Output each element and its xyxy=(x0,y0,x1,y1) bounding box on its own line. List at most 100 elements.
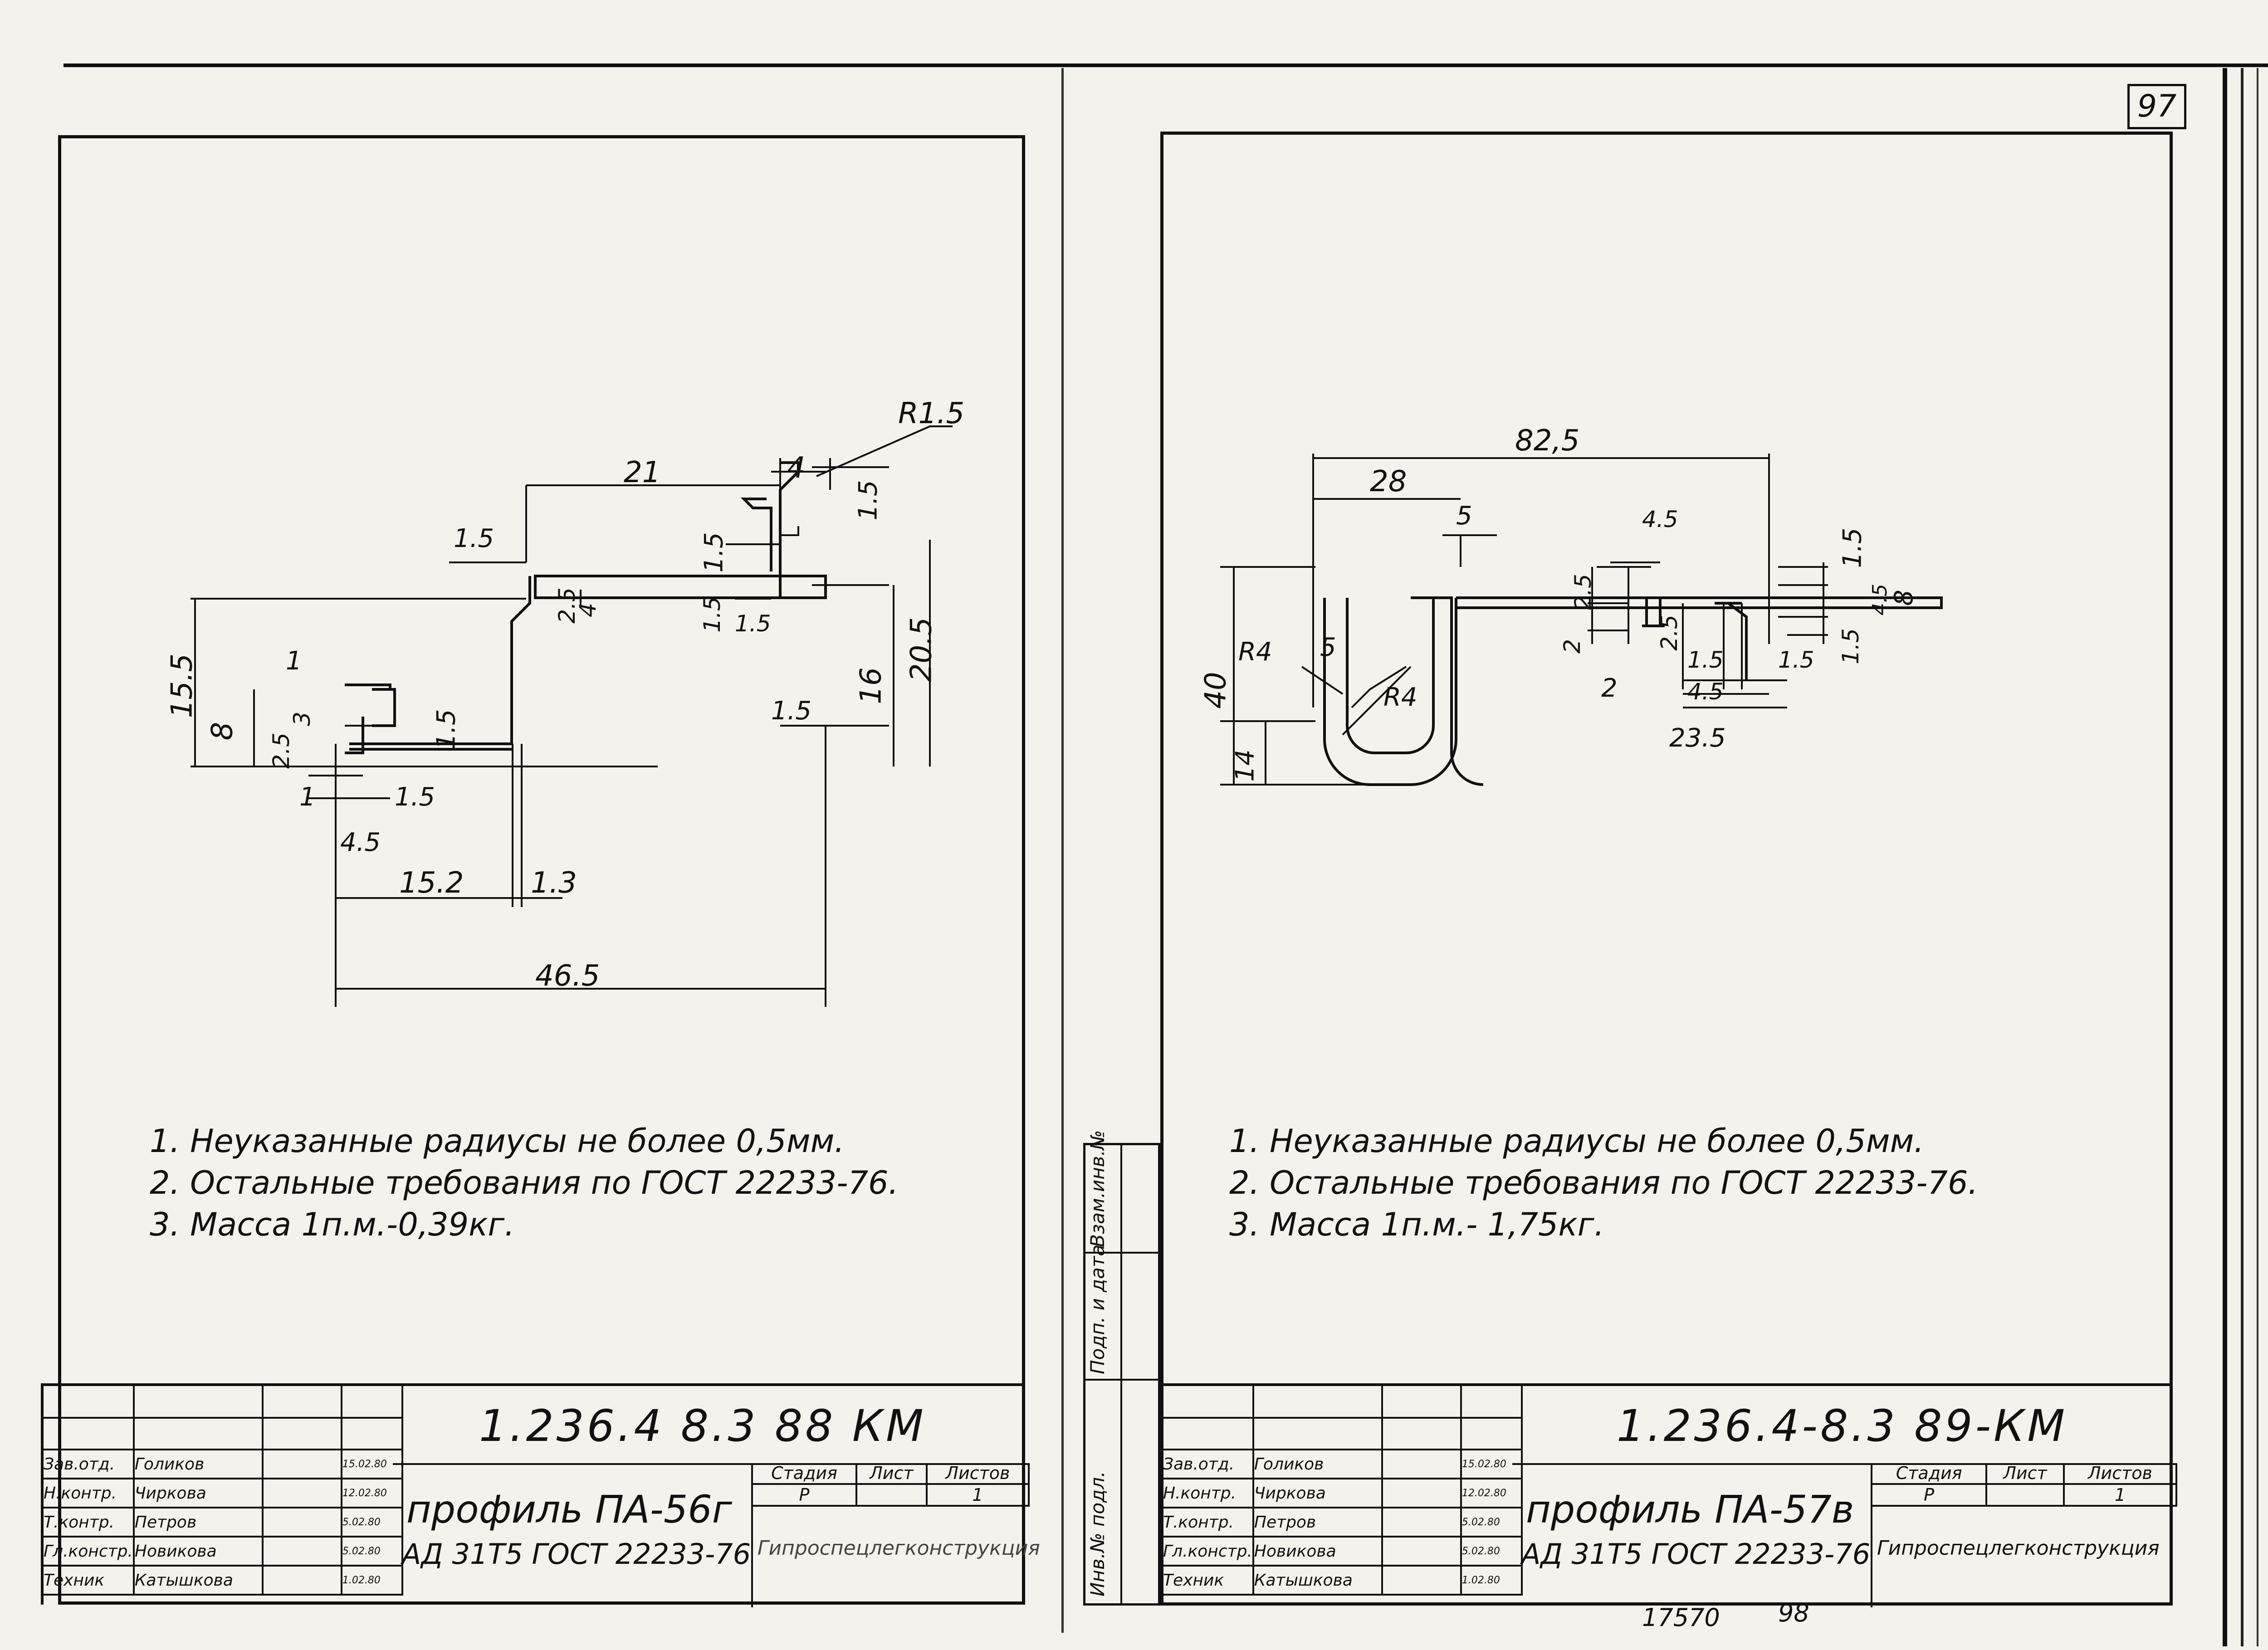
right-role-1: Зав.отд. xyxy=(1163,1450,1254,1479)
right-role-4: Гл.констр. xyxy=(1163,1537,1254,1567)
left-signature-4 xyxy=(262,1537,342,1567)
dim-r4-left: R4 xyxy=(1238,637,1272,667)
left-org-name: Гипроспецлегконструкция xyxy=(758,1537,1040,1560)
left-date-3: 5.02.80 xyxy=(341,1508,403,1538)
left-signature-3 xyxy=(262,1508,342,1538)
dim-2-5-post-b: 2.5 xyxy=(1656,615,1682,651)
left-name-3: Петров xyxy=(133,1508,264,1538)
left-name-4: Новикова xyxy=(133,1537,264,1567)
right-name-1: Голиков xyxy=(1253,1450,1383,1479)
right-signature-3 xyxy=(1382,1508,1462,1538)
dim-1-5-bottom: 1.5 xyxy=(395,782,435,812)
dim-1-5-right-b: 1.5 xyxy=(1837,628,1864,664)
right-date-4: 5.02.80 xyxy=(1461,1537,1523,1567)
left-role-2: Н.контр. xyxy=(44,1479,135,1508)
right-stage-label: Стадия xyxy=(1872,1463,1988,1485)
right-date-5: 1.02.80 xyxy=(1461,1566,1523,1596)
dim-28: 28 xyxy=(1370,465,1407,498)
left-sheet-frame xyxy=(58,135,1025,1605)
dim-3-clip: 3 xyxy=(288,712,315,726)
profile-pa57v-u-inner xyxy=(1346,598,1435,754)
profile-pa57v-u xyxy=(1323,598,1457,786)
right-sheet-label: Лист xyxy=(1986,1463,2065,1485)
right-date-2: 12.02.80 xyxy=(1461,1479,1523,1508)
left-name-1: Голиков xyxy=(133,1450,264,1479)
sidebar-replace-inv: Взам.инв.№ xyxy=(1086,1130,1109,1247)
left-role-4: Гл.констр. xyxy=(44,1537,135,1567)
dim-1-5-top-left: 1.5 xyxy=(454,524,494,553)
dim-2-5-clip: 2.5 xyxy=(268,732,294,769)
dim-15-2: 15.2 xyxy=(399,866,464,900)
dim-4-web: 4 xyxy=(574,603,601,617)
left-profile-title: профиль ПА-56г xyxy=(406,1487,732,1532)
dim-21: 21 xyxy=(624,456,661,489)
dim-r1-5: R1.5 xyxy=(898,397,965,430)
left-sheets-label: Листов xyxy=(926,1463,1030,1485)
profile-pa56g-flange xyxy=(349,742,512,751)
dim-2-5-post-a: 2.5 xyxy=(1569,574,1596,610)
right-note-3: 3. Масса 1п.м.- 1,75кг. xyxy=(1229,1206,1604,1243)
dim-1-5-foot: 1.5 xyxy=(1687,647,1724,673)
right-role-5: Техник xyxy=(1163,1566,1254,1596)
left-role-3: Т.контр. xyxy=(44,1508,135,1538)
right-signature-2 xyxy=(1382,1479,1462,1508)
right-material: АД 31Т5 ГОСТ 22233-76 xyxy=(1521,1538,1871,1571)
right-note-2: 2. Остальные требования по ГОСТ 22233-76… xyxy=(1229,1164,1978,1201)
right-name-2: Чиркова xyxy=(1253,1479,1383,1508)
profile-pa57v-rail xyxy=(1456,596,1943,609)
right-name-4: Новикова xyxy=(1253,1537,1383,1567)
sidebar-inv-no: Инв.№ подл. xyxy=(1086,1471,1109,1596)
dim-1-5-tongue-c: 1.5 xyxy=(735,610,771,637)
top-border-line xyxy=(64,63,2268,67)
dim-4-5-right: 4.5 xyxy=(1868,584,1892,615)
left-profile-drawing xyxy=(191,425,953,1007)
dim-23-5: 23.5 xyxy=(1669,723,1726,753)
left-stage-value: Р xyxy=(753,1484,858,1507)
dim-2-foot: 2 xyxy=(1601,674,1618,703)
profile-pa56g-web xyxy=(510,576,531,744)
dim-1-5-foot-right: 1.5 xyxy=(1778,647,1814,673)
left-signature-5 xyxy=(262,1566,342,1596)
right-name-5: Катышкова xyxy=(1253,1566,1383,1596)
dim-4-5: 4.5 xyxy=(340,828,381,857)
right-sheets-label: Листов xyxy=(2063,1463,2178,1485)
dim-14: 14 xyxy=(1230,749,1260,782)
dim-2-post: 2 xyxy=(1559,639,1585,654)
footer-page-number: 98 xyxy=(1778,1599,1809,1627)
left-role-1: Зав.отд. xyxy=(44,1450,135,1479)
left-role-5: Техник xyxy=(44,1566,135,1596)
right-org-name: Гипроспецлегконструкция xyxy=(1877,1537,2160,1560)
right-role-2: Н.контр. xyxy=(1163,1479,1254,1508)
right-profile-drawing xyxy=(1220,454,1943,786)
dim-1-3: 1.3 xyxy=(531,866,577,900)
dim-1-5-tongue-b: 1.5 xyxy=(699,596,725,633)
right-notes: 1. Неуказанные радиусы не более 0,5мм. 2… xyxy=(1229,1120,1978,1245)
profile-pa57v-foot xyxy=(1715,602,1748,680)
left-signature-2 xyxy=(262,1479,342,1508)
left-doc-code: 1.236.4 8.3 88 КМ xyxy=(479,1401,926,1451)
left-name-2: Чиркова xyxy=(133,1479,264,1508)
right-name-3: Петров xyxy=(1253,1508,1383,1538)
dim-1-bottom: 1 xyxy=(299,782,316,812)
sheet-number: 97 xyxy=(2127,84,2186,129)
right-sheet-frame xyxy=(1160,132,2173,1606)
profile-pa56g-tongue xyxy=(740,498,772,571)
dim-8: 8 xyxy=(205,722,240,741)
right-profile-title: профиль ПА-57в xyxy=(1526,1487,1854,1532)
dim-20-5: 20.5 xyxy=(904,617,938,682)
dim-4-5-post: 4.5 xyxy=(1642,506,1678,532)
right-signature-5 xyxy=(1382,1566,1462,1596)
right-edge-line-2 xyxy=(2241,68,2244,1646)
profile-pa57v-outline xyxy=(1411,596,1484,786)
right-edge-line-3 xyxy=(2257,68,2258,1646)
left-sheet-label: Лист xyxy=(856,1463,928,1485)
left-note-2: 2. Остальные требования по ГОСТ 22233-76… xyxy=(150,1164,899,1201)
footer-archive-number: 17570 xyxy=(1642,1603,1720,1632)
left-sheet-value: 1 xyxy=(926,1484,1030,1507)
right-role-3: Т.контр. xyxy=(1163,1508,1254,1538)
